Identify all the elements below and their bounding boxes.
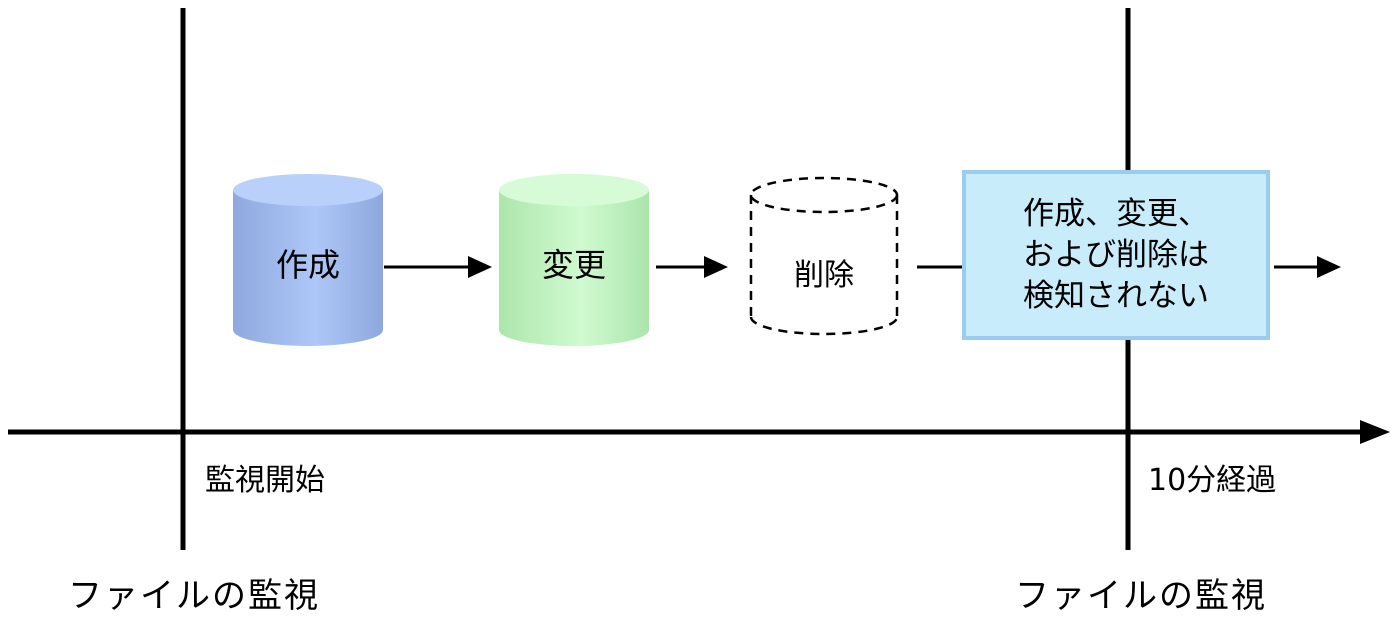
delete-cylinder [749,176,899,336]
file-watch-end-label: ファイルの監視 [1015,576,1267,616]
modify-step-label: 変更 [541,246,606,284]
arrow-modify-to-delete [656,256,728,278]
note-line-1: 作成、変更、 [1023,195,1209,232]
ten-minutes-elapsed-label: 10分経過 [1148,463,1277,498]
time-axis [8,420,1390,444]
note-line-2: および削除は [1023,236,1209,273]
delete-step-label: 削除 [794,258,854,293]
not-detected-note: 作成、変更、 および削除は 検知されない [962,170,1270,340]
create-cylinder [233,174,383,346]
file-watch-start-label: ファイルの監視 [68,576,320,616]
modify-cylinder [499,174,649,346]
create-step-label: 作成 [275,246,340,284]
monitor-start-label: 監視開始 [205,463,325,498]
arrow-create-to-modify [384,256,492,278]
note-line-3: 検知されない [1023,277,1209,314]
arrow-note-out [1274,256,1341,278]
